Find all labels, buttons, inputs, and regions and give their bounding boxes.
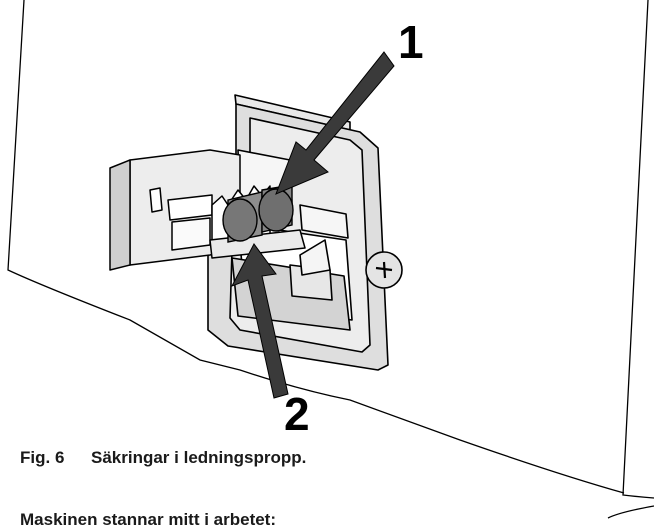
caption-text: Säkringar i ledningspropp. xyxy=(91,448,307,467)
subheading-text: Maskinen stannar mitt i arbetet: xyxy=(20,510,277,527)
cut-off-subheading: Maskinen stannar mitt i arbetet: xyxy=(20,487,276,527)
figure-caption: Fig. 6 Säkringar i ledningspropp. xyxy=(20,448,306,468)
callout-label-2: 2 xyxy=(284,388,310,440)
callout-label-1: 1 xyxy=(398,16,424,68)
callout-arrows xyxy=(230,51,395,399)
fuse-front-left xyxy=(222,198,258,242)
arrow-2 xyxy=(230,243,289,399)
figure-number: Fig. 6 xyxy=(20,448,65,467)
machine-housing xyxy=(7,0,654,519)
arrow-1 xyxy=(275,51,395,195)
fuses xyxy=(222,184,294,243)
fuse-front-right xyxy=(258,188,294,232)
